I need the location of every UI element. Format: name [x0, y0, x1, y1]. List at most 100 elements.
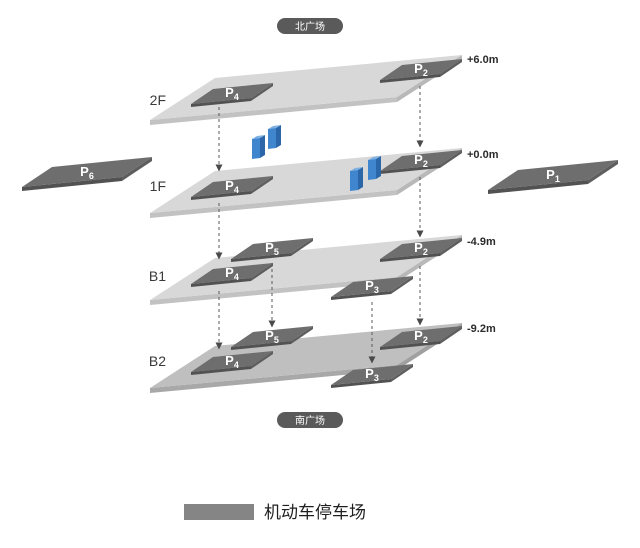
- pad-side-face: [588, 160, 618, 184]
- parking-pad-2f-p2: P2: [380, 59, 462, 83]
- pad-top-face: [191, 263, 273, 284]
- marker-front-face: [350, 170, 358, 191]
- pad-side-face: [122, 157, 152, 181]
- parking-pad-b1-p4: P4: [191, 263, 273, 287]
- pad-front-face: [380, 253, 440, 262]
- north-plaza-badge: 北广场: [277, 18, 343, 34]
- floor-label-1f: 1F: [150, 178, 166, 194]
- pad-label-b1-p4: P4: [225, 265, 239, 282]
- slab-top-face: [150, 55, 462, 120]
- pad-label-b2-p5: P5: [265, 328, 279, 345]
- slab-front-face: [150, 190, 397, 218]
- floor-2f: 2F +6.0m P4 P2: [150, 54, 499, 125]
- slab-top-face: [150, 148, 462, 213]
- pad-top-face: [331, 364, 413, 385]
- parking-pad-b1-p2: P2: [380, 238, 462, 262]
- circulation-arrows: [215, 86, 424, 364]
- parking-pad-1f-p6: P6: [22, 157, 152, 191]
- pad-label-1f-p2: P2: [414, 152, 428, 169]
- floor-1f: 1F +0.0m P6 P1 P4 P2: [22, 125, 618, 218]
- pad-label-b2-p2: P2: [414, 328, 428, 345]
- pad-front-face: [331, 291, 391, 300]
- pad-side-face: [291, 326, 313, 344]
- pad-label-b1-p5: P5: [265, 240, 279, 257]
- pad-top-face: [380, 59, 462, 80]
- pad-front-face: [380, 341, 440, 350]
- slab-top-face: [150, 235, 462, 300]
- slab-front-face: [150, 365, 397, 393]
- parking-pad-b2-p4: P4: [191, 351, 273, 375]
- pad-top-face: [380, 238, 462, 259]
- pad-top-face: [231, 326, 313, 347]
- marker-front-face: [252, 138, 260, 159]
- pad-label-1f-p6: P6: [80, 164, 94, 181]
- pad-top-face: [191, 83, 273, 104]
- pad-side-face: [391, 276, 413, 294]
- south-plaza-badge: 南广场: [277, 412, 343, 428]
- pad-side-face: [440, 59, 462, 77]
- marker-side-face: [358, 167, 363, 190]
- pad-top-face: [191, 176, 273, 197]
- marker-top-face: [252, 135, 265, 139]
- floor-label-2f: 2F: [150, 92, 166, 108]
- north-plaza-label: 北广场: [295, 20, 325, 33]
- pad-label-1f-p4: P4: [225, 178, 239, 195]
- pad-front-face: [191, 191, 251, 200]
- pad-top-face: [488, 160, 618, 190]
- escalator-marker-icon: [252, 135, 265, 159]
- pad-side-face: [440, 238, 462, 256]
- badge-pill: [277, 412, 343, 428]
- parking-pad-1f-p1: P1: [488, 160, 618, 194]
- pad-label-2f-p4: P4: [225, 85, 239, 102]
- pad-side-face: [251, 176, 273, 194]
- parking-pad-2f-p4: P4: [191, 83, 273, 107]
- marker-side-face: [276, 125, 281, 148]
- slab-front-face: [150, 277, 397, 305]
- pad-top-face: [331, 276, 413, 297]
- elevation-label-b2: -9.2m: [467, 323, 496, 335]
- elevation-label-2f: +6.0m: [467, 54, 499, 66]
- pad-label-b2-p4: P4: [225, 353, 239, 370]
- pad-front-face: [22, 177, 122, 191]
- legend-swatch: [184, 504, 254, 520]
- pad-side-face: [440, 326, 462, 344]
- pad-front-face: [380, 165, 440, 174]
- parking-pad-b2-p5: P5: [231, 326, 313, 350]
- pad-front-face: [380, 74, 440, 83]
- floor-b2: B2 -9.2m P5 P4 P2 P3: [149, 323, 496, 393]
- pad-front-face: [191, 98, 251, 107]
- slab-front-face: [150, 97, 397, 125]
- pad-top-face: [22, 157, 152, 187]
- pad-label-b1-p3: P3: [365, 278, 379, 295]
- pad-top-face: [231, 238, 313, 259]
- badge-pill: [277, 18, 343, 34]
- slab-top-face: [150, 323, 462, 388]
- pad-front-face: [231, 253, 291, 262]
- parking-pad-b1-p5: P5: [231, 238, 313, 262]
- marker-front-face: [368, 159, 376, 180]
- pad-side-face: [291, 238, 313, 256]
- escalator-marker-icon: [268, 125, 281, 149]
- elevation-label-1f: +0.0m: [467, 149, 499, 161]
- floor-b1: B1 -4.9m P5 P4 P2 P3: [149, 235, 496, 305]
- south-plaza-label: 南广场: [295, 414, 325, 427]
- parking-pad-1f-p2: P2: [380, 150, 462, 174]
- marker-side-face: [376, 156, 381, 179]
- pad-side-face: [440, 150, 462, 168]
- pad-label-1f-p1: P1: [546, 167, 560, 184]
- pad-front-face: [331, 379, 391, 388]
- parking-pad-1f-p4: P4: [191, 176, 273, 200]
- floor-label-b1: B1: [149, 268, 166, 284]
- legend: 机动车停车场: [184, 503, 366, 522]
- pad-label-b2-p3: P3: [365, 366, 379, 383]
- pad-label-b1-p2: P2: [414, 240, 428, 257]
- elevation-label-b1: -4.9m: [467, 236, 496, 248]
- pad-top-face: [380, 150, 462, 171]
- pad-top-face: [380, 326, 462, 347]
- escalator-marker-icon: [368, 156, 381, 180]
- marker-side-face: [260, 135, 265, 158]
- pad-top-face: [191, 351, 273, 372]
- parking-pad-b2-p3: P3: [331, 364, 413, 388]
